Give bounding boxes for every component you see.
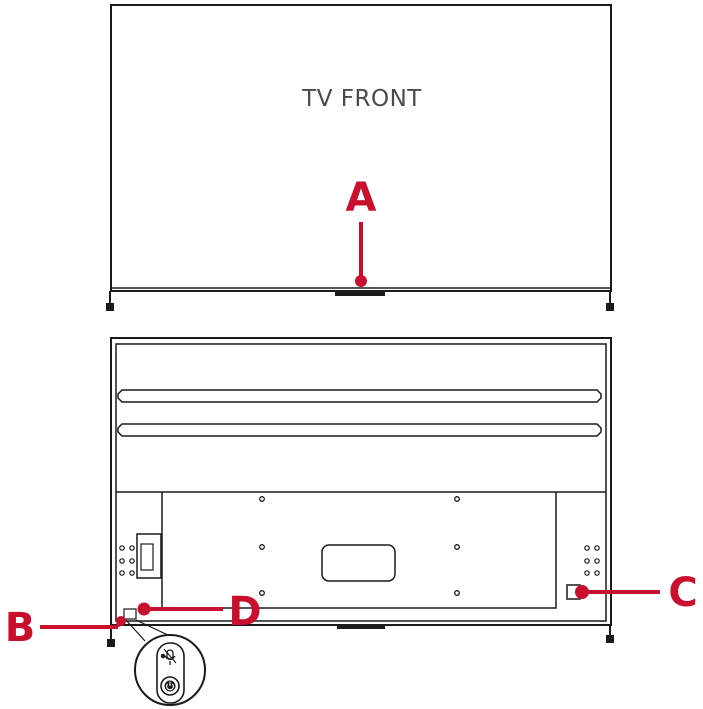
callout-a-letter: A xyxy=(346,175,377,221)
control-zoom-inset xyxy=(125,619,206,706)
callout-b-dot xyxy=(116,616,126,626)
left-port-slot xyxy=(140,543,154,571)
callout-b: B xyxy=(5,605,126,651)
back-center-panel xyxy=(161,492,557,609)
callout-d-letter: D xyxy=(228,589,261,635)
microphone-switch-icon xyxy=(160,648,177,665)
callout-a-dot xyxy=(355,275,367,287)
callout-a: A xyxy=(346,175,377,287)
back-control-buttons xyxy=(123,608,137,620)
tv-back-outer-frame xyxy=(110,337,612,626)
tv-back-right-foot xyxy=(606,625,614,643)
callout-c: C xyxy=(575,570,698,616)
side-screw-holes xyxy=(119,545,600,576)
front-sensor-bar xyxy=(335,290,385,296)
callout-c-letter: C xyxy=(668,570,697,616)
tv-front-label: TV FRONT xyxy=(301,86,422,112)
tv-front-right-foot xyxy=(606,291,614,311)
back-rail-top xyxy=(117,389,602,403)
mount-screw-holes xyxy=(259,496,460,596)
callout-d: D xyxy=(137,589,262,635)
zoom-circle xyxy=(134,634,206,706)
back-handle-opening xyxy=(321,544,396,582)
tv-front-view xyxy=(106,4,614,311)
tv-back-inner-frame xyxy=(115,343,607,622)
power-icon xyxy=(160,676,180,696)
tv-front-left-foot xyxy=(106,291,114,311)
left-port-module xyxy=(136,533,162,579)
back-rail-bottom xyxy=(117,423,602,437)
zoom-control-body xyxy=(156,642,185,704)
callout-b-letter: B xyxy=(5,605,36,651)
tv-back-view xyxy=(107,337,614,647)
back-bottom-bar xyxy=(337,624,385,629)
